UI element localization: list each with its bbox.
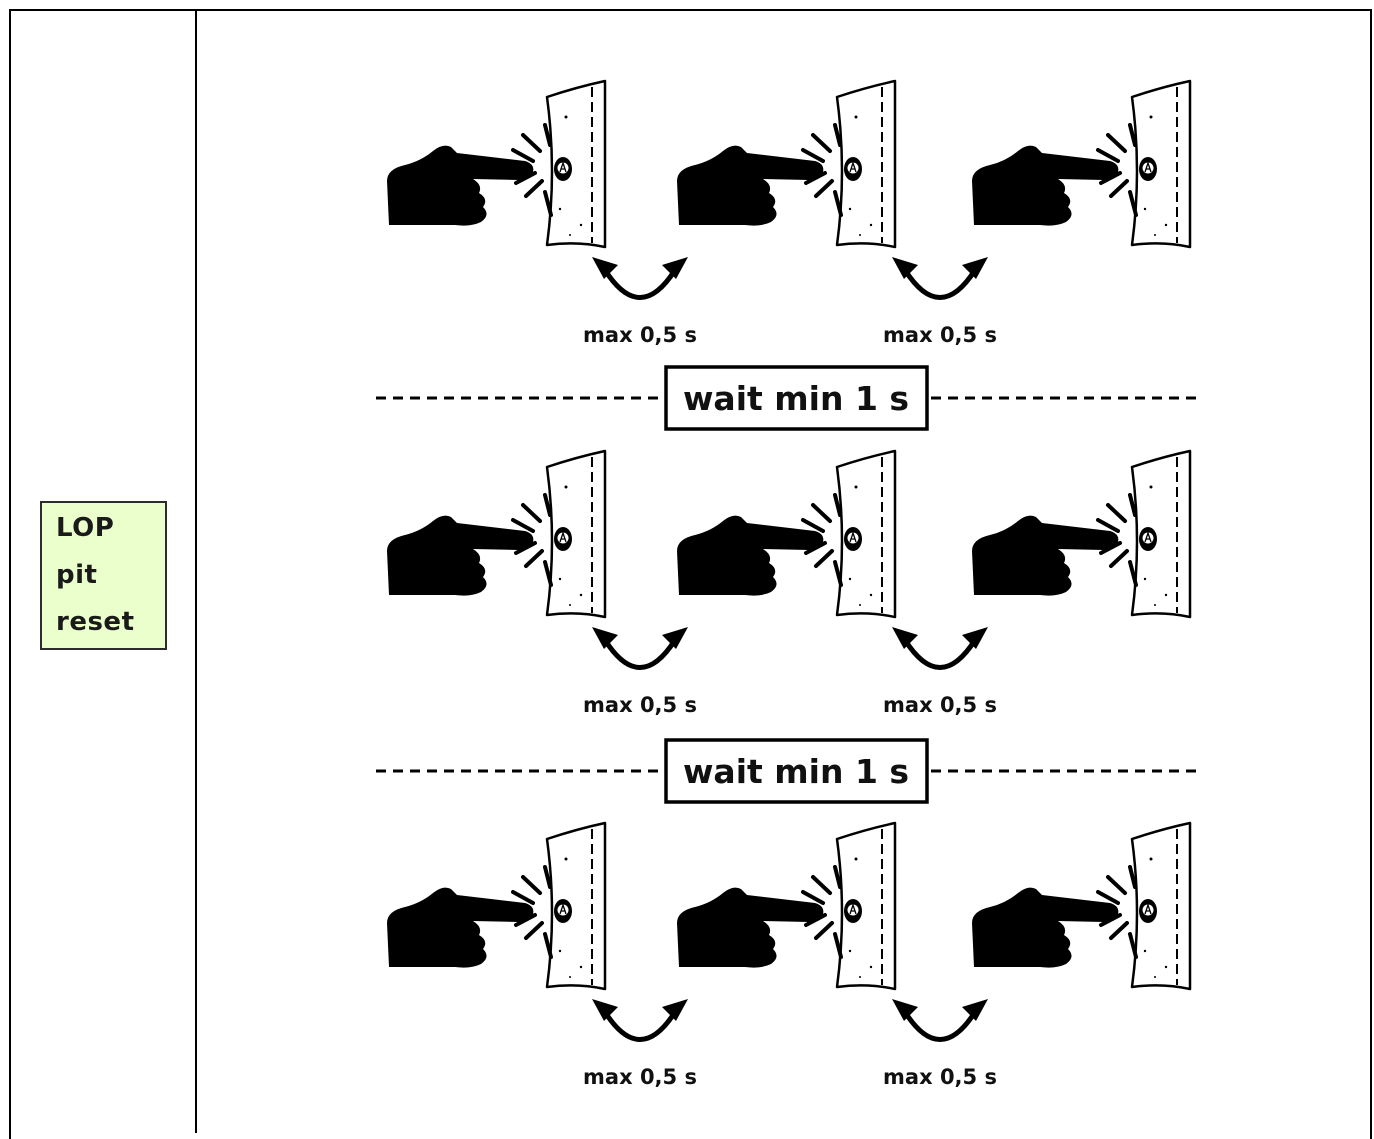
pointing-hand-icon bbox=[677, 887, 824, 968]
press-group bbox=[387, 449, 1192, 619]
landing-call-panel-icon bbox=[835, 449, 897, 619]
wait-label: wait min 1 s bbox=[683, 752, 909, 791]
pointing-hand-icon bbox=[972, 515, 1119, 596]
double-curved-arrow-icon bbox=[892, 627, 988, 670]
pointing-hand-icon bbox=[972, 145, 1119, 226]
call-button bbox=[844, 527, 862, 551]
pointing-hand-icon bbox=[972, 887, 1119, 968]
press-burst-icon bbox=[801, 493, 843, 587]
wait-separator: wait min 1 s bbox=[376, 365, 1200, 431]
landing-call-panel-icon bbox=[545, 449, 607, 619]
button-press bbox=[387, 79, 607, 249]
interval-label: max 0,5 s bbox=[883, 323, 997, 347]
interval-label: max 0,5 s bbox=[583, 693, 697, 717]
call-button bbox=[844, 899, 862, 923]
interval-label: max 0,5 s bbox=[883, 693, 997, 717]
button-press bbox=[677, 449, 897, 619]
pointing-hand-icon bbox=[387, 515, 534, 596]
landing-call-panel-icon bbox=[835, 79, 897, 249]
button-press bbox=[387, 821, 607, 991]
landing-call-panel-icon bbox=[545, 79, 607, 249]
press-group bbox=[387, 79, 1192, 249]
pointing-hand-icon bbox=[677, 145, 824, 226]
call-button bbox=[554, 899, 572, 923]
label-line-1: LOP bbox=[56, 513, 115, 543]
button-press bbox=[972, 449, 1192, 619]
wait-separator: wait min 1 s bbox=[376, 738, 1200, 804]
double-curved-arrow-icon bbox=[892, 999, 988, 1042]
press-group bbox=[387, 821, 1192, 991]
double-curved-arrow-icon bbox=[592, 999, 688, 1042]
landing-call-panel-icon bbox=[545, 821, 607, 991]
call-button bbox=[554, 527, 572, 551]
interval-label: max 0,5 s bbox=[583, 1065, 697, 1089]
button-press bbox=[972, 821, 1192, 991]
landing-call-panel-icon bbox=[835, 821, 897, 991]
double-curved-arrow-icon bbox=[892, 257, 988, 300]
button-press bbox=[677, 821, 897, 991]
call-button bbox=[1139, 527, 1157, 551]
pointing-hand-icon bbox=[387, 145, 534, 226]
call-button bbox=[1139, 157, 1157, 181]
interval-label: max 0,5 s bbox=[883, 1065, 997, 1089]
call-button bbox=[844, 157, 862, 181]
button-press bbox=[387, 449, 607, 619]
column-divider bbox=[195, 9, 197, 1133]
double-curved-arrow-icon bbox=[592, 627, 688, 670]
table-frame bbox=[9, 9, 1372, 1139]
button-press bbox=[677, 79, 897, 249]
wait-box bbox=[664, 365, 929, 431]
wait-box bbox=[664, 738, 929, 804]
pointing-hand-icon bbox=[387, 887, 534, 968]
call-button bbox=[554, 157, 572, 181]
call-button bbox=[1139, 899, 1157, 923]
procedure-label: LOP pit reset bbox=[40, 501, 167, 650]
landing-call-panel-icon bbox=[1130, 449, 1192, 619]
interval-label: max 0,5 s bbox=[583, 323, 697, 347]
double-curved-arrow-icon bbox=[592, 257, 688, 300]
landing-call-panel-icon bbox=[1130, 821, 1192, 991]
press-burst-icon bbox=[511, 123, 553, 217]
landing-call-panel-icon bbox=[1130, 79, 1192, 249]
button-press bbox=[972, 79, 1192, 249]
label-line-2: pit bbox=[56, 560, 98, 590]
wait-label: wait min 1 s bbox=[683, 379, 909, 418]
pointing-hand-icon bbox=[677, 515, 824, 596]
label-line-3: reset bbox=[56, 607, 135, 637]
